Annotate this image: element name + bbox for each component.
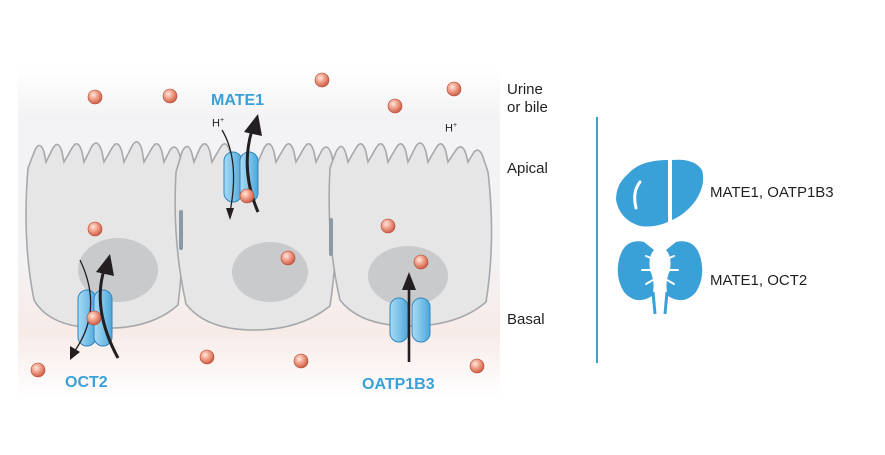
kidney-icon — [617, 241, 703, 315]
substrate-dot — [446, 81, 462, 97]
oct2-uptake-arrowhead — [96, 254, 114, 276]
substrate-dot — [380, 218, 396, 234]
tight-junction-1 — [179, 210, 183, 250]
cell-right — [328, 142, 493, 327]
oct2-uptake-arrow — [98, 269, 120, 359]
liver-icon — [616, 159, 704, 227]
substrate-dot — [87, 89, 103, 105]
substrate-dot — [162, 88, 178, 104]
proton-label-mate1: H+ — [212, 117, 225, 130]
apical-label: Apical — [507, 160, 548, 177]
nucleus-left — [78, 238, 158, 302]
oct2-efflux-arrow — [73, 259, 92, 353]
substrate-dot — [199, 349, 215, 365]
mate1-proton-arrowhead — [226, 208, 234, 220]
substrate-dot — [86, 310, 102, 326]
substrate-molecules — [30, 72, 485, 378]
oatp1b3-label: OATP1B3 — [362, 376, 435, 393]
substrate-dot — [30, 362, 46, 378]
basal-label: Basal — [507, 311, 545, 328]
mate1-label: MATE1 — [211, 92, 265, 109]
mate1-proton-arrow — [221, 129, 235, 213]
proton-label-lumen: H+ — [445, 122, 458, 135]
oct2-efflux-arrowhead — [70, 346, 80, 360]
divider-line — [596, 117, 598, 363]
kidney-transporters-text: MATE1, OCT2 — [710, 272, 808, 289]
liver-transporters-text: MATE1, OATP1B3 — [710, 184, 834, 201]
substrate-dot — [314, 72, 330, 88]
urine-label-line2: or bile — [507, 99, 548, 116]
substrate-dot — [387, 98, 403, 114]
oatp1b3-uptake-arrowhead — [402, 272, 416, 290]
tight-junction-2 — [329, 218, 333, 256]
substrate-dot — [280, 250, 296, 266]
substrate-dot — [293, 353, 309, 369]
oatp1b3-transporter — [389, 297, 431, 343]
substrate-dot — [239, 188, 255, 204]
mate1-efflux-arrowhead — [244, 114, 262, 136]
substrate-dot — [469, 358, 485, 374]
substrate-dot — [87, 221, 103, 237]
urine-label-line1: Urine — [507, 81, 543, 98]
mate1-efflux-arrow — [245, 129, 260, 213]
substrate-dot — [413, 254, 429, 270]
nucleus-middle — [232, 242, 308, 302]
oct2-label: OCT2 — [65, 374, 108, 391]
